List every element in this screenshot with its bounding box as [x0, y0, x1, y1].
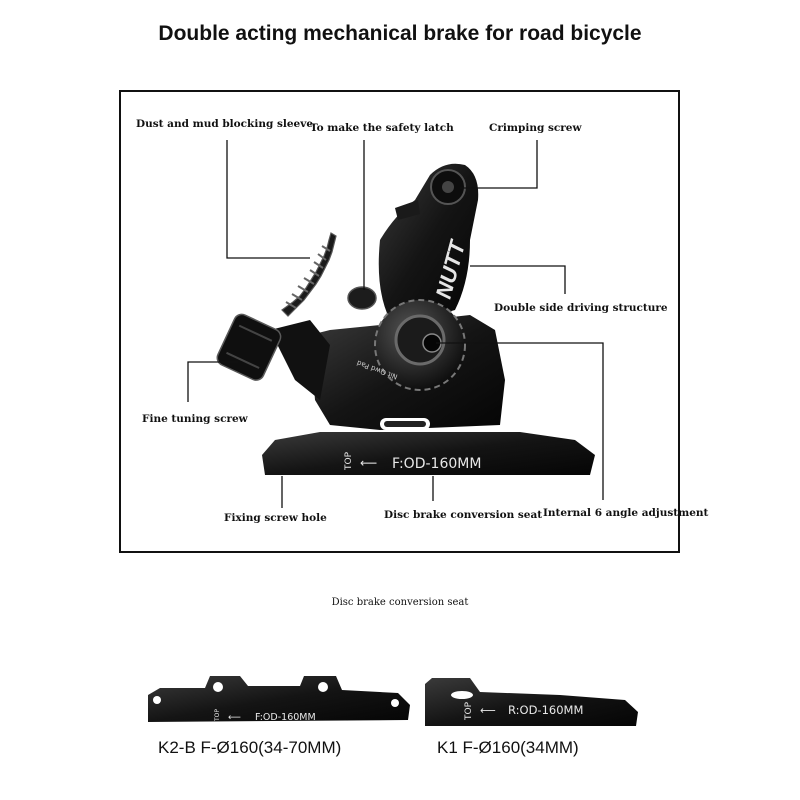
mount-plate — [262, 432, 595, 475]
mount-mark: TOP — [344, 451, 354, 471]
leader-internal-angle — [436, 342, 604, 500]
safety-latch — [347, 286, 377, 310]
leader-dust-sleeve — [226, 140, 310, 259]
label-crimping-screw: Crimping screw — [489, 122, 582, 134]
brake-caliper: NUTT Nit Qwd Pad TOP ⟵ F:OD-160MM — [216, 163, 595, 475]
leader-fine-tuning — [187, 361, 238, 402]
label-fixing-hole: Fixing screw hole — [224, 512, 327, 524]
svg-text:⟵: ⟵ — [228, 713, 241, 723]
label-dust-sleeve: Dust and mud blocking sleeve — [136, 118, 313, 130]
adapter-k1: TOP ⟵ R:OD-160MM — [425, 678, 638, 726]
svg-text:⟵: ⟵ — [480, 704, 496, 717]
adapters-heading: Disc brake conversion seat — [331, 597, 469, 608]
fine-tuning-screw — [216, 313, 282, 381]
k2-engraving: F:OD-160MM — [255, 712, 316, 723]
caption-k2b: K2-B F-Ø160(34-70MM) — [158, 738, 342, 757]
adapter-k2b: TOP ⟵ F:OD-160MM — [148, 676, 410, 723]
label-safety-latch: To make the safety latch — [310, 122, 454, 134]
label-fine-tuning: Fine tuning screw — [142, 413, 248, 425]
leader-lines — [187, 140, 604, 508]
label-disc-seat: Disc brake conversion seat — [384, 509, 543, 521]
mount-arrow: ⟵ — [360, 456, 377, 470]
k1-engraving: R:OD-160MM — [508, 703, 583, 717]
caption-k1: K1 F-Ø160(34MM) — [437, 738, 579, 757]
k2-mark: TOP — [214, 709, 221, 722]
dust-sleeve — [281, 232, 337, 317]
leader-crimping — [460, 140, 538, 189]
k1-mark: TOP — [464, 701, 474, 721]
label-double-side: Double side driving structure — [494, 302, 668, 314]
page-title: Double acting mechanical brake for road … — [158, 22, 642, 45]
leader-double-side — [470, 265, 566, 294]
diagram-frame — [119, 90, 680, 553]
label-internal-angle: Internal 6 angle adjustment — [543, 507, 709, 519]
mount-text: F:OD-160MM — [392, 456, 481, 472]
